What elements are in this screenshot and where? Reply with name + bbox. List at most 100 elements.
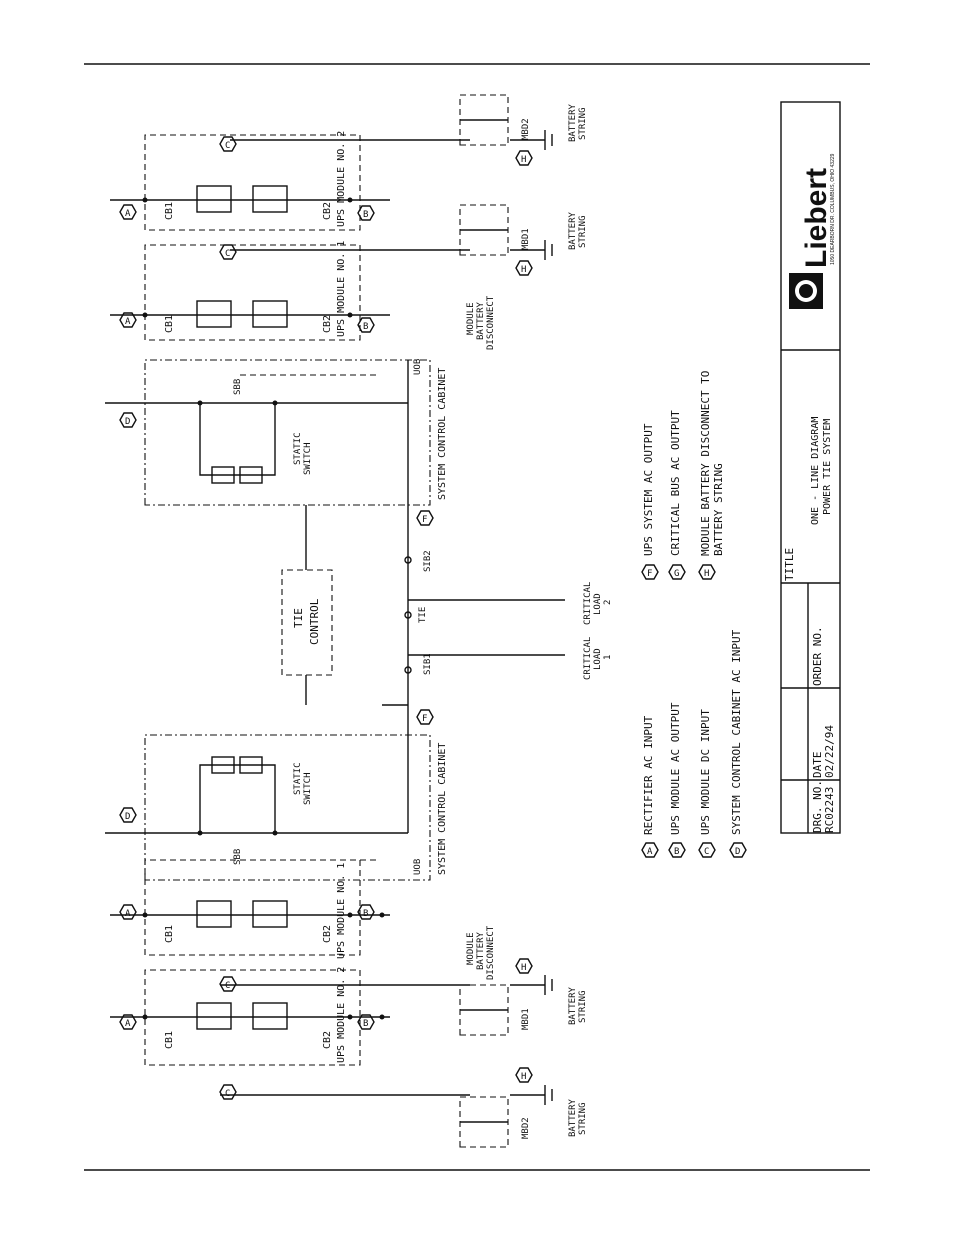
- mbd2-label: MBD2: [521, 1117, 531, 1139]
- load-number: 1: [603, 655, 613, 660]
- svg-text:B: B: [674, 847, 679, 857]
- disconnect-label: DISCONNECT: [486, 295, 496, 350]
- battery-label: BATTERY: [568, 986, 578, 1025]
- date-label: DATE: [811, 752, 824, 779]
- cb1-label: CB1: [164, 925, 175, 943]
- legend-d-text: SYSTEM CONTROL CABINET AC INPUT: [730, 629, 743, 835]
- legend-a-text: RECTIFIER AC INPUT: [642, 715, 655, 835]
- sbb-label: SBB: [233, 849, 243, 865]
- uob-label: UOB: [413, 859, 423, 875]
- string-label: STRING: [578, 215, 588, 248]
- load-number: 2: [603, 600, 613, 605]
- svg-text:C: C: [704, 847, 709, 857]
- svg-text:A: A: [647, 847, 653, 857]
- marker-h: H: [521, 963, 526, 973]
- battery-label: BATTERY: [568, 1098, 578, 1137]
- system-control-cabinet-right: STATIC SWITCH SBB UOB SYSTEM CONTROL CAB…: [105, 359, 448, 506]
- ups-module-2-left: CB1 CB2 UPS MODULE NO. 2: [110, 967, 390, 1066]
- string-label: STRING: [578, 1102, 588, 1135]
- cb1-label: CB1: [164, 1031, 175, 1049]
- mbd1-label: MBD1: [521, 1008, 531, 1030]
- left-batteries: MBD2 BATTERY STRING MBD1 BATTERY STRING …: [220, 925, 588, 1148]
- critical-label: CRITICAL: [583, 582, 593, 625]
- title-block: DRG. NO. RC02243 DATE 02/22/94 ORDER NO.…: [780, 101, 841, 834]
- switch-label: SWITCH: [303, 442, 313, 475]
- marker-c: C: [225, 141, 230, 151]
- marker-c: C: [225, 1089, 230, 1099]
- ups-module-2-right: CB1 CB2 UPS MODULE NO. 2: [110, 131, 390, 231]
- svg-text:D: D: [735, 847, 740, 857]
- liebert-logo: Liebert 1050 DEARBORN DR. COLUMBUS, OHIO…: [789, 153, 836, 309]
- marker-h: H: [521, 265, 526, 275]
- order-no-label: ORDER NO.: [811, 626, 824, 686]
- static-label: STATIC: [293, 762, 303, 795]
- mbd1-label: MBD1: [521, 228, 531, 250]
- logo-subtext: 1050 DEARBORN DR. COLUMBUS, OHIO 43229: [830, 153, 836, 265]
- legend-h-text: MODULE BATTERY DISCONNECT TO: [699, 371, 712, 556]
- static-label: STATIC: [293, 432, 303, 465]
- marker-c: C: [225, 981, 230, 991]
- marker-h: H: [521, 1072, 526, 1082]
- legend-h-text2: BATTERY STRING: [712, 463, 725, 556]
- critical-label: CRITICAL: [583, 637, 593, 680]
- marker-b: B: [363, 210, 368, 220]
- module-label: MODULE: [466, 302, 476, 335]
- battery-label: BATTERY: [568, 211, 578, 250]
- sib2-label: SIB2: [423, 550, 433, 572]
- title-label: TITLE: [783, 548, 796, 581]
- tie-switch-label: TIE: [418, 607, 428, 623]
- ups-module-2-label: UPS MODULE NO. 2: [336, 131, 347, 227]
- cb1-label: CB1: [164, 202, 175, 220]
- date-value: 02/22/94: [823, 725, 836, 778]
- legend: A RECTIFIER AC INPUT B UPS MODULE AC OUT…: [641, 371, 747, 858]
- string-label: STRING: [578, 107, 588, 140]
- title-line2: POWER TIE SYSTEM: [822, 419, 833, 515]
- tie-label: TIE: [292, 608, 305, 628]
- drg-no-label: DRG. NO.: [811, 780, 824, 833]
- marker-h: H: [521, 155, 526, 165]
- system-control-cabinet-label: SYSTEM CONTROL CABINET: [437, 368, 448, 500]
- ups-module-2-label: UPS MODULE NO. 2: [336, 967, 347, 1063]
- ups-module-1-label: UPS MODULE NO. 1: [336, 863, 347, 959]
- string-label: STRING: [578, 990, 588, 1023]
- marker-a: A: [125, 209, 131, 219]
- svg-text:G: G: [674, 569, 679, 579]
- load-label: LOAD: [593, 648, 603, 670]
- system-control-cabinet-label: SYSTEM CONTROL CABINET: [437, 743, 448, 875]
- marker-b: B: [363, 322, 368, 332]
- tie-control: TIE CONTROL SIB1 TIE SIB2 CRITICAL LOAD …: [281, 505, 613, 705]
- legend-f-text: UPS SYSTEM AC OUTPUT: [642, 423, 655, 556]
- sbb-label: SBB: [233, 379, 243, 395]
- switch-label: SWITCH: [303, 772, 313, 805]
- cb2-label: CB2: [322, 1031, 333, 1049]
- cb2-label: CB2: [322, 925, 333, 943]
- marker-d: D: [125, 812, 130, 822]
- title-line1: ONE - LINE DIAGRAM: [810, 417, 821, 525]
- ups-module-1-right: CB1 CB2 UPS MODULE NO. 1: [110, 241, 390, 341]
- marker-b: B: [363, 909, 368, 919]
- cb2-label: CB2: [322, 315, 333, 333]
- battery-label: BATTERY: [476, 301, 486, 340]
- module-label: MODULE: [466, 932, 476, 965]
- marker-a: A: [125, 317, 131, 327]
- battery-label: BATTERY: [476, 931, 486, 970]
- cb1-label: CB1: [164, 315, 175, 333]
- ups-module-1-left: CB1 CB2 UPS MODULE NO. 1: [110, 859, 390, 959]
- legend-g-text: CRITICAL BUS AC OUTPUT: [669, 410, 682, 556]
- marker-f: F: [422, 714, 427, 724]
- control-label: CONTROL: [308, 598, 321, 645]
- system-control-cabinet-left: STATIC SWITCH SBB UOB SYSTEM CONTROL CAB…: [105, 704, 448, 881]
- legend-c-text: UPS MODULE DC INPUT: [699, 709, 712, 835]
- right-batteries: MBD1 BATTERY STRING MODULE BATTERY DISCO…: [230, 94, 588, 350]
- marker-d: D: [125, 417, 130, 427]
- load-label: LOAD: [593, 593, 603, 615]
- ups-module-1-label: UPS MODULE NO. 1: [336, 241, 347, 337]
- drg-no-value: RC02243: [823, 787, 836, 833]
- battery-label: BATTERY: [568, 103, 578, 142]
- mbd2-label: MBD2: [521, 118, 531, 140]
- svg-text:H: H: [704, 569, 709, 579]
- sib1-label: SIB1: [423, 653, 433, 675]
- rotated-schematic: CB1 CB2 UPS MODULE NO. 2 CB1 CB2 UPS MOD…: [105, 94, 613, 1148]
- legend-b-text: UPS MODULE AC OUTPUT: [669, 702, 682, 835]
